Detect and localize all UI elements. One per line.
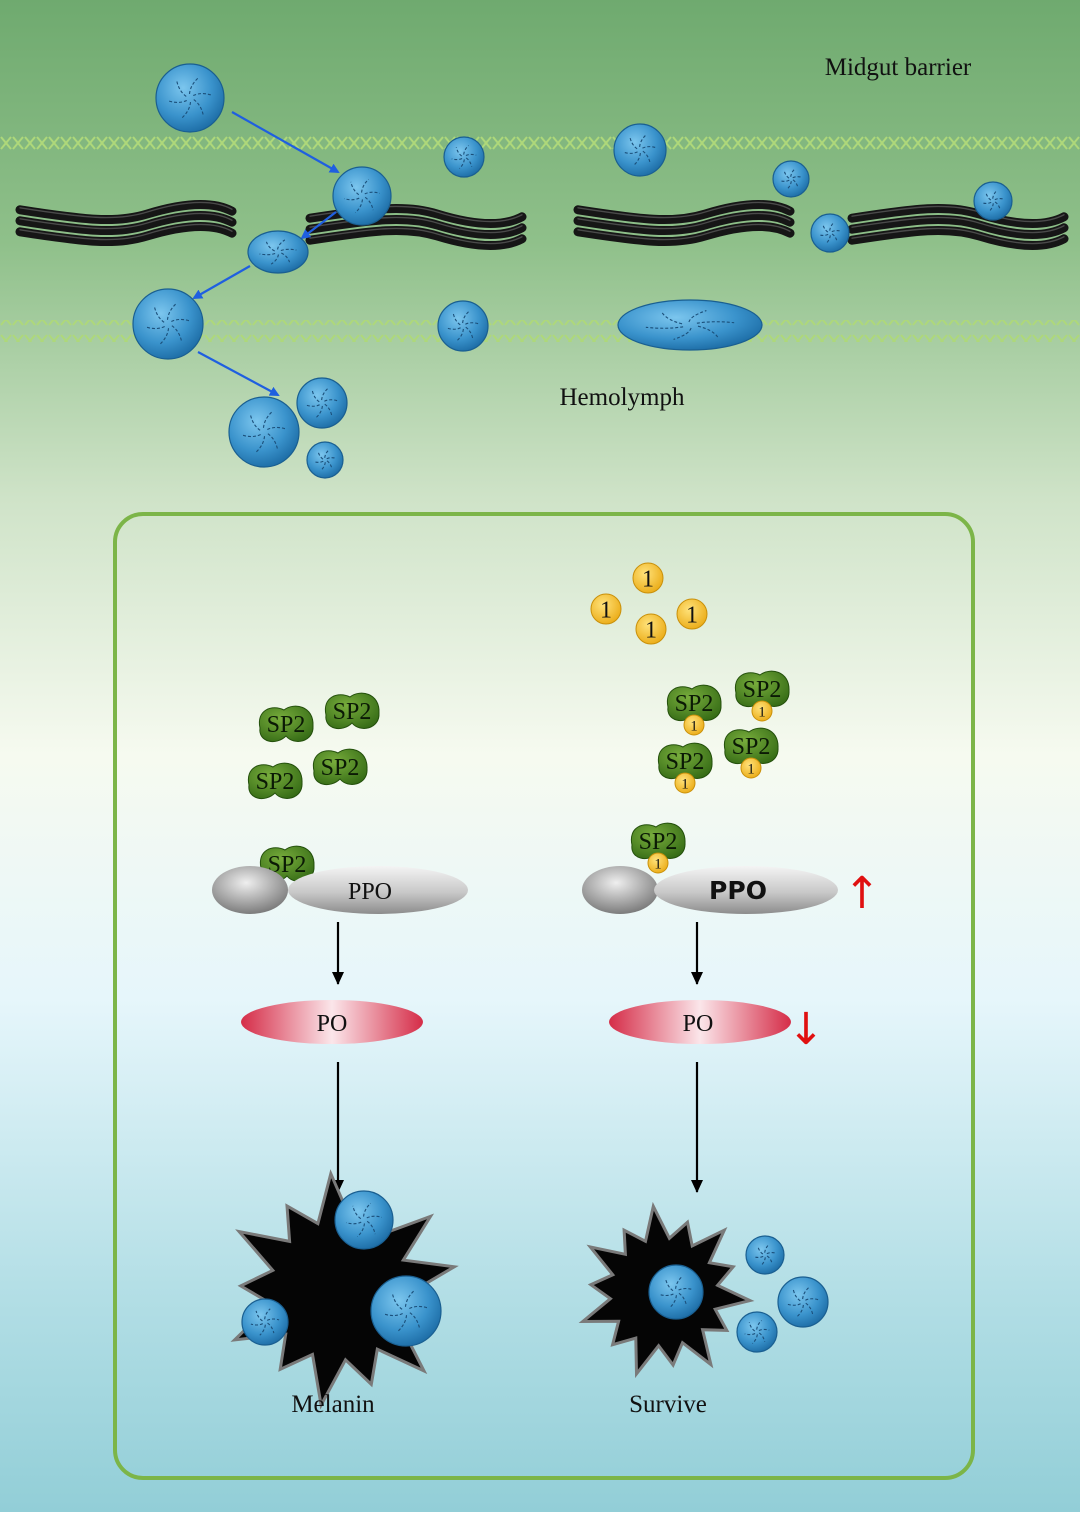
inhibitor-label: 1 [642,567,654,593]
right-ppo-complex: PPO [582,866,838,914]
spore [296,377,348,429]
ppo-body-right [654,866,838,914]
spores-bottom [241,1190,829,1353]
sp2-molecule: SP2 [324,692,380,730]
survive-label: Survive [629,1391,707,1418]
ppo-label-left: PPO [348,879,392,905]
ppo-increase-arrow: ↑ [844,868,881,919]
pathway-arrows [332,922,703,1193]
inhibitor-label: 1 [758,704,766,720]
hemolymph-label: Hemolymph [560,384,685,411]
spore [332,166,392,226]
spore [334,1190,394,1250]
spore [247,230,309,274]
spore [617,299,763,351]
sp2-label: SP2 [666,749,705,775]
spore [370,1275,442,1347]
sp2-label: SP2 [256,769,295,795]
spore [613,123,667,177]
inhibitor-label: 1 [654,856,662,872]
arrow-2 [300,211,337,240]
sp2-label: SP2 [743,677,782,703]
sp2-label: SP2 [639,829,678,855]
inhibitor-molecule: 1 [632,562,664,594]
inhibitor-label: 1 [645,618,657,644]
arrow-4 [197,351,280,396]
epithelial-cell [573,200,795,247]
ppo-small-subunit-left [212,866,288,914]
spore [132,288,204,360]
inhibitor-molecule: 1 [674,772,696,794]
sp2-label: SP2 [267,712,306,738]
spore [973,181,1013,221]
spore [306,441,344,479]
epithelial-cell [15,200,237,247]
inhibitor-label: 1 [690,718,698,734]
spore-path-arrows [192,111,340,396]
inhibitor-molecule: 1 [683,714,705,736]
ppo-label-right: PPO [709,876,767,905]
spore [745,1235,785,1275]
ppo-body-left [288,866,468,914]
sp2-label: SP2 [732,734,771,760]
sp2-molecule: SP2 [312,748,368,786]
po-ellipse-right [609,1000,791,1044]
left-ppo-complex: PPO [212,866,468,914]
spore [810,213,850,253]
change-indicators: ↑ ↓ [788,868,881,1055]
inhibitor-label: 1 [747,761,755,777]
hemocyte-box [113,512,975,1480]
spore [241,1298,289,1346]
inhibitor-label: 1 [600,598,612,624]
inhibitor-molecule: 1 [635,613,667,645]
inhibitor-molecule: 1 [647,852,669,874]
po-decrease-arrow: ↓ [788,1004,825,1055]
arrow-3 [192,265,251,299]
po-ellipse-left [241,1000,423,1044]
spore [443,136,485,178]
melanin-label: Melanin [291,1391,375,1418]
po-label-left: PO [317,1011,348,1037]
inhibitor-molecule: 1 [740,757,762,779]
ppo-small-subunit-right [582,866,658,914]
sp2-label: SP2 [333,699,372,725]
midgut-barrier-label: Midgut barrier [825,54,972,81]
sp2-molecule: SP2 [258,705,314,743]
sp2-label: SP2 [321,755,360,781]
spore [772,160,810,198]
spore [155,63,225,133]
spore [736,1311,778,1353]
inhibitor-molecules: 1 1 1 1 [590,562,708,645]
spore [437,300,489,352]
inhibitor-label: 1 [686,603,698,629]
spore [228,396,300,468]
membrane-bottom [0,320,1080,342]
spores [132,63,1013,479]
epithelial-cells [15,200,1069,250]
spore [777,1276,829,1328]
membrane-top [0,136,1080,158]
po-right: PO [609,1000,791,1044]
inhibitor-molecule: 1 [751,700,773,722]
spore [648,1264,704,1320]
inhibitor-molecule: 1 [676,598,708,630]
sp2-label: SP2 [675,691,714,717]
po-label-right: PO [683,1011,714,1037]
sp2-molecule: SP2 [247,762,303,800]
inhibitor-label: 1 [681,776,689,792]
arrow-1 [231,111,340,173]
po-left: PO [241,1000,423,1044]
inhibitor-molecule: 1 [590,593,622,625]
